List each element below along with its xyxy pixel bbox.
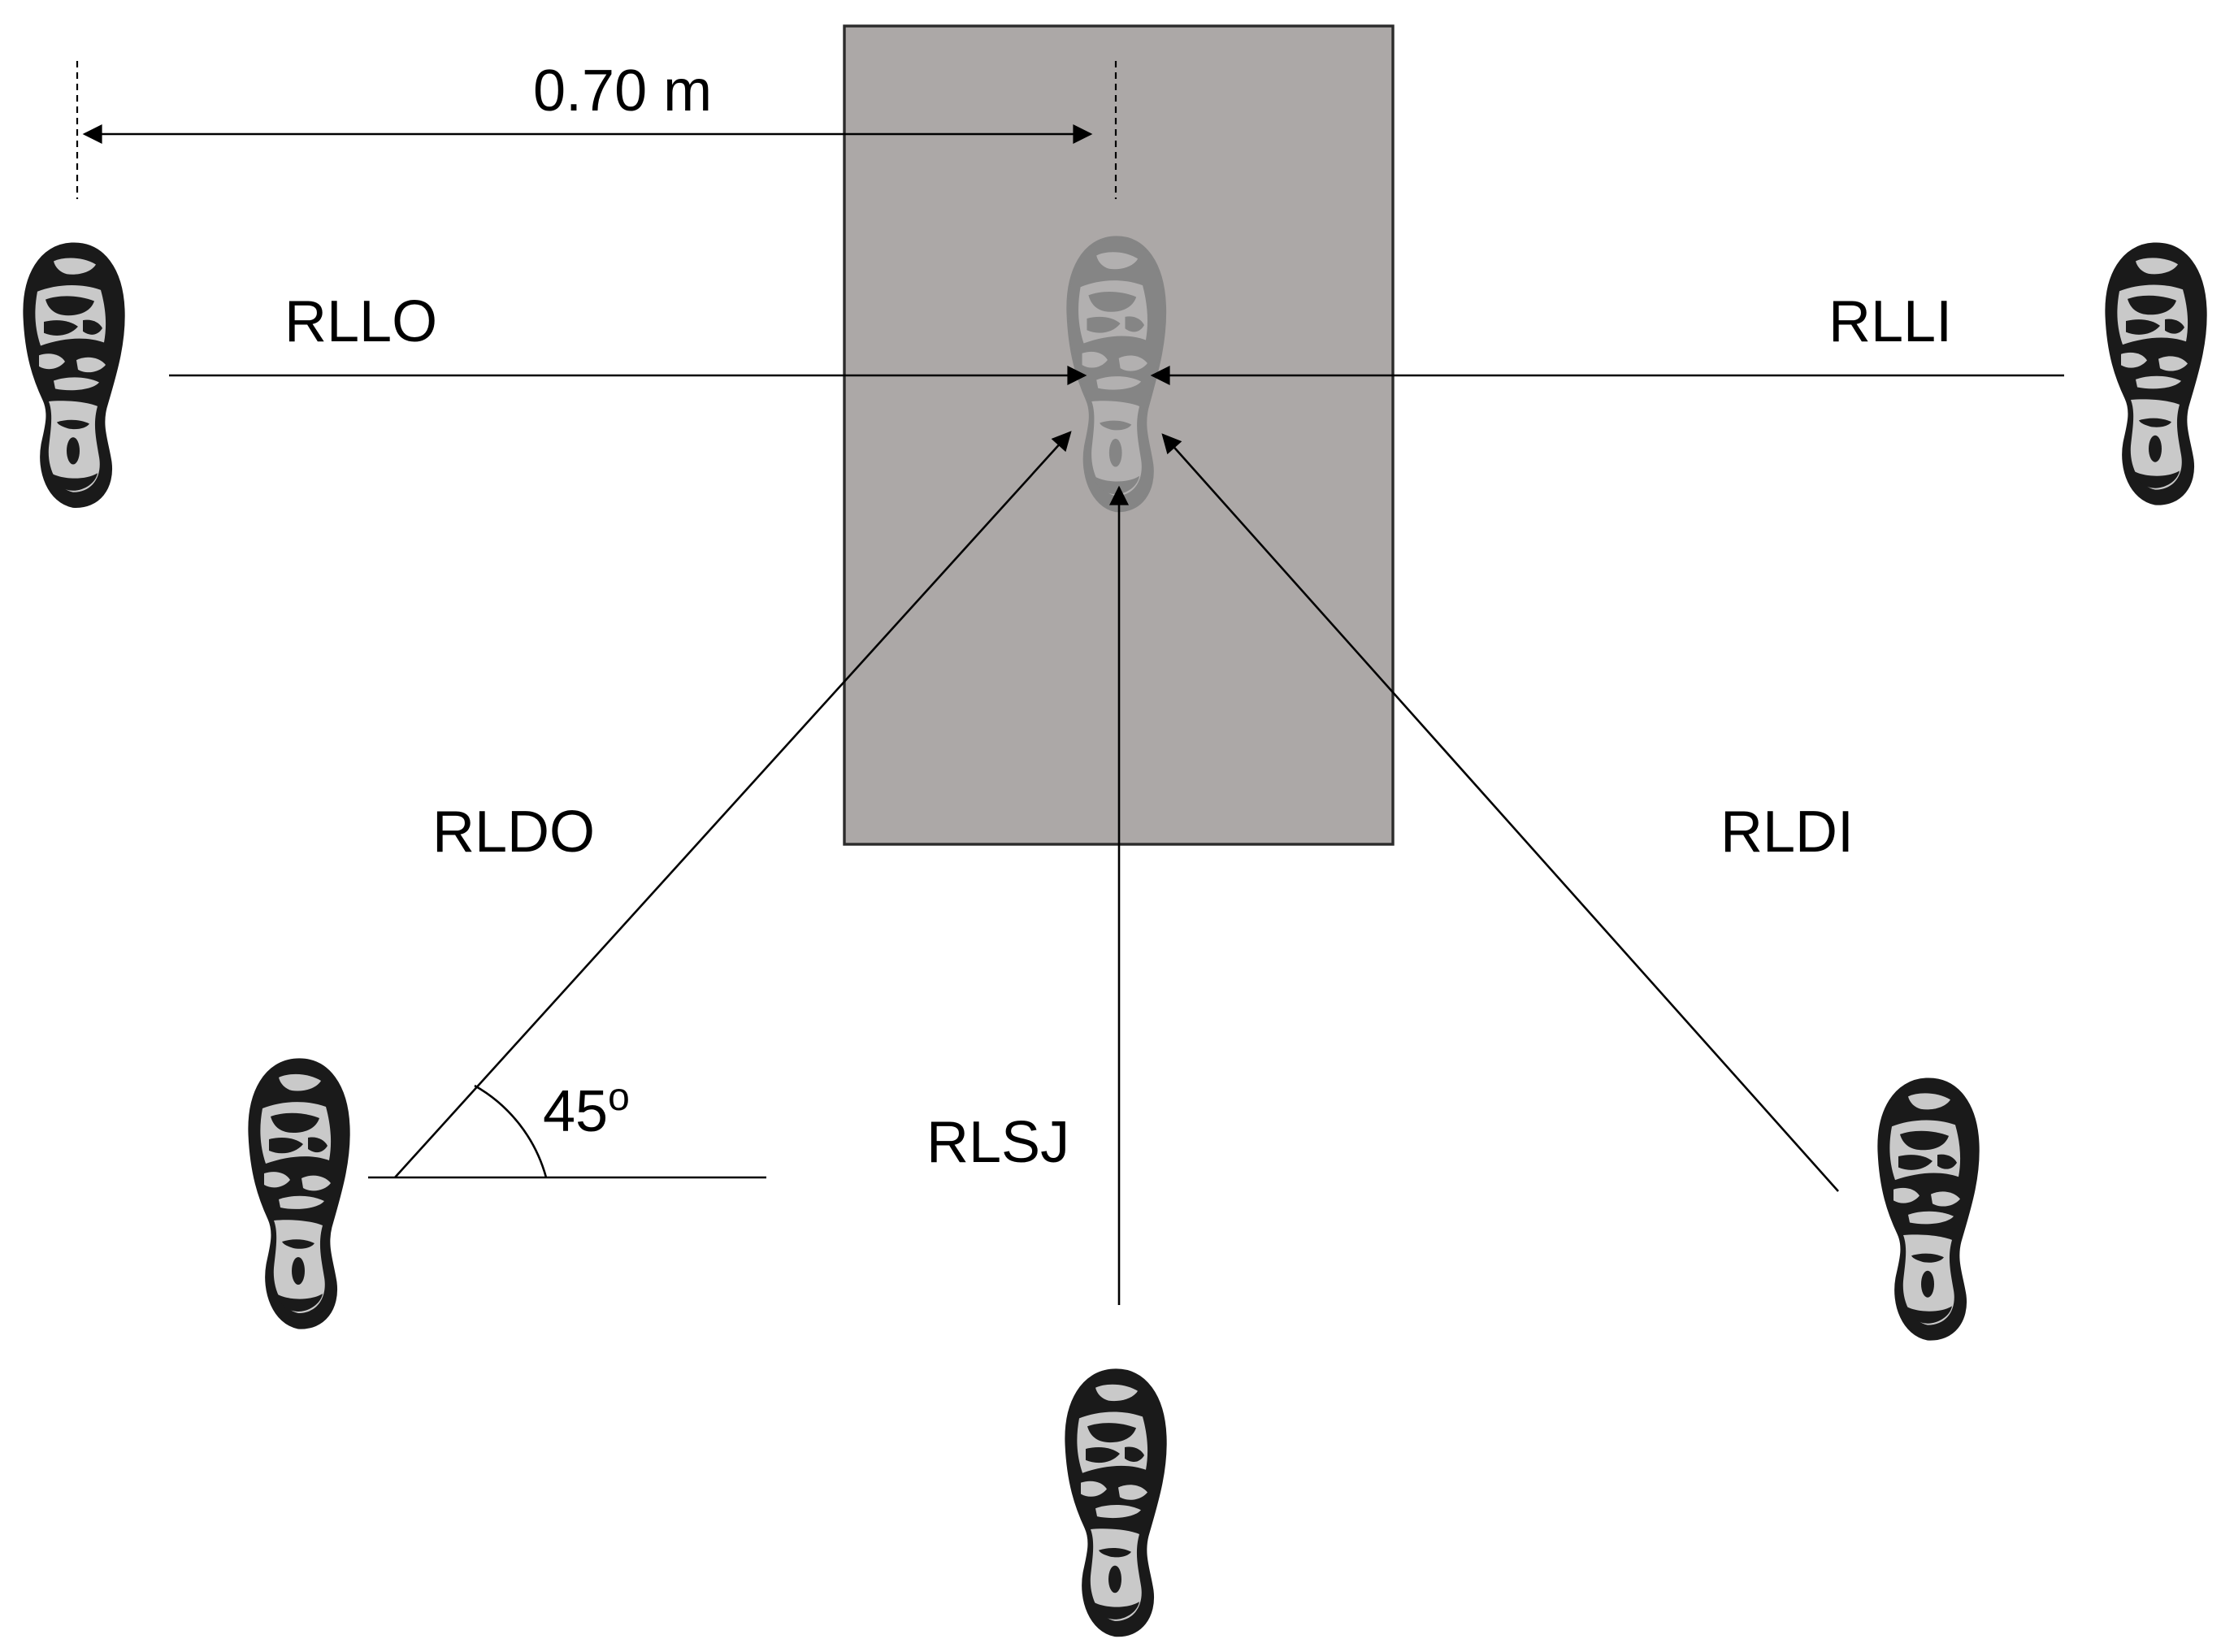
angle-arc (474, 1084, 548, 1178)
angle-label: 45o (543, 1076, 630, 1144)
distance-label: 0.70 m (533, 59, 712, 124)
shoe-sole-icon (24, 243, 124, 507)
shoe-sole-icon (2106, 243, 2206, 505)
label-rlsj: RLSJ (926, 1110, 1069, 1175)
arrow-rldi (1161, 433, 1839, 1192)
shoe-sole-icon (1878, 1078, 1979, 1340)
angle-degree-sup: o (608, 1076, 630, 1119)
label-rllo: RLLO (284, 289, 437, 354)
label-rlli: RLLI (1828, 289, 1952, 354)
shoe-sole-icon (249, 1059, 349, 1329)
angle-value: 45 (543, 1079, 608, 1144)
shoe-sole-icon (1065, 1369, 1166, 1636)
arrow-rldo (394, 431, 1072, 1178)
label-rldo: RLDO (432, 800, 595, 865)
label-rldi: RLDI (1720, 800, 1854, 865)
